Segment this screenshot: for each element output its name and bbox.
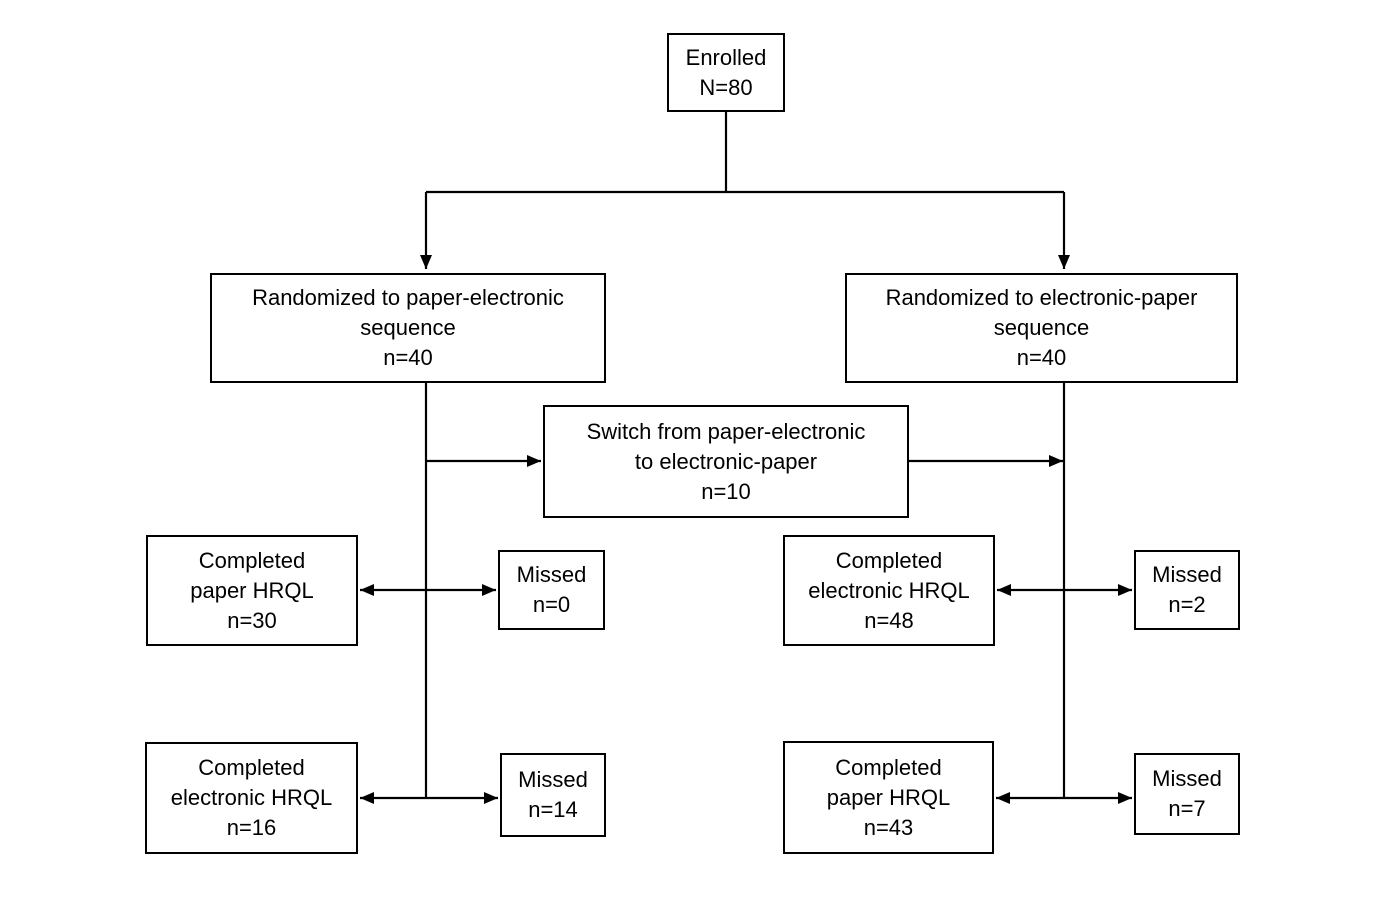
box-text-line: n=16 xyxy=(226,815,277,840)
box-randomized-electronic-paper: Randomized to electronic-paper sequence … xyxy=(845,273,1238,383)
box-missed-n2: Missed n=2 xyxy=(1134,550,1240,630)
box-text-line: sequence xyxy=(993,315,1090,340)
box-text-line: paper HRQL xyxy=(190,577,314,603)
box-text-line: Completed xyxy=(835,547,943,573)
box-text-line: n=30 xyxy=(227,607,277,633)
box-text-line: Randomized to electronic-paper xyxy=(885,285,1198,310)
box-text-line: Switch from paper-electronic xyxy=(586,418,866,444)
box-text-line: Completed xyxy=(198,547,306,573)
box-text-line: Completed xyxy=(198,755,305,780)
box-text-line: Missed xyxy=(1152,766,1222,791)
box-text-line: n=2 xyxy=(1168,592,1206,617)
box-text-line: n=40 xyxy=(1016,345,1067,370)
box-completed-electronic-hrql-n48: Completed electronic HRQL n=48 xyxy=(783,535,995,646)
box-enrolled: Enrolled N=80 xyxy=(667,33,785,112)
box-text-line: Missed xyxy=(518,767,588,792)
box-switch-crossover: Switch from paper-electronic to electron… xyxy=(543,405,909,518)
box-text-line: electronic HRQL xyxy=(808,577,970,603)
box-missed-n0: Missed n=0 xyxy=(498,550,605,630)
box-missed-n14: Missed n=14 xyxy=(500,753,606,837)
box-text-line: n=43 xyxy=(863,814,914,840)
box-text-line: n=10 xyxy=(701,478,751,504)
box-text-line: n=48 xyxy=(864,607,914,633)
box-text-line: paper HRQL xyxy=(826,784,951,810)
box-text-line: Missed xyxy=(1152,562,1222,587)
box-completed-electronic-hrql-n16: Completed electronic HRQL n=16 xyxy=(145,742,358,854)
box-completed-paper-hrql-n43: Completed paper HRQL n=43 xyxy=(783,741,994,854)
box-text-line: Completed xyxy=(835,754,942,780)
box-completed-paper-hrql-n30: Completed paper HRQL n=30 xyxy=(146,535,358,646)
box-text-line: sequence xyxy=(360,315,456,340)
box-text-line: to electronic-paper xyxy=(634,448,818,474)
box-missed-n7: Missed n=7 xyxy=(1134,753,1240,835)
box-text-line: n=7 xyxy=(1168,796,1206,821)
box-text-line: n=0 xyxy=(532,592,571,617)
box-text-line: N=80 xyxy=(699,74,753,100)
box-text-line: Enrolled xyxy=(685,44,767,70)
box-text-line: Missed xyxy=(516,562,587,587)
box-text-line: n=14 xyxy=(528,797,578,822)
box-text-line: Randomized to paper-electronic xyxy=(252,285,564,310)
box-text-line: electronic HRQL xyxy=(170,785,333,810)
box-randomized-paper-electronic: Randomized to paper-electronic sequence … xyxy=(210,273,606,383)
box-text-line: n=40 xyxy=(383,345,433,370)
